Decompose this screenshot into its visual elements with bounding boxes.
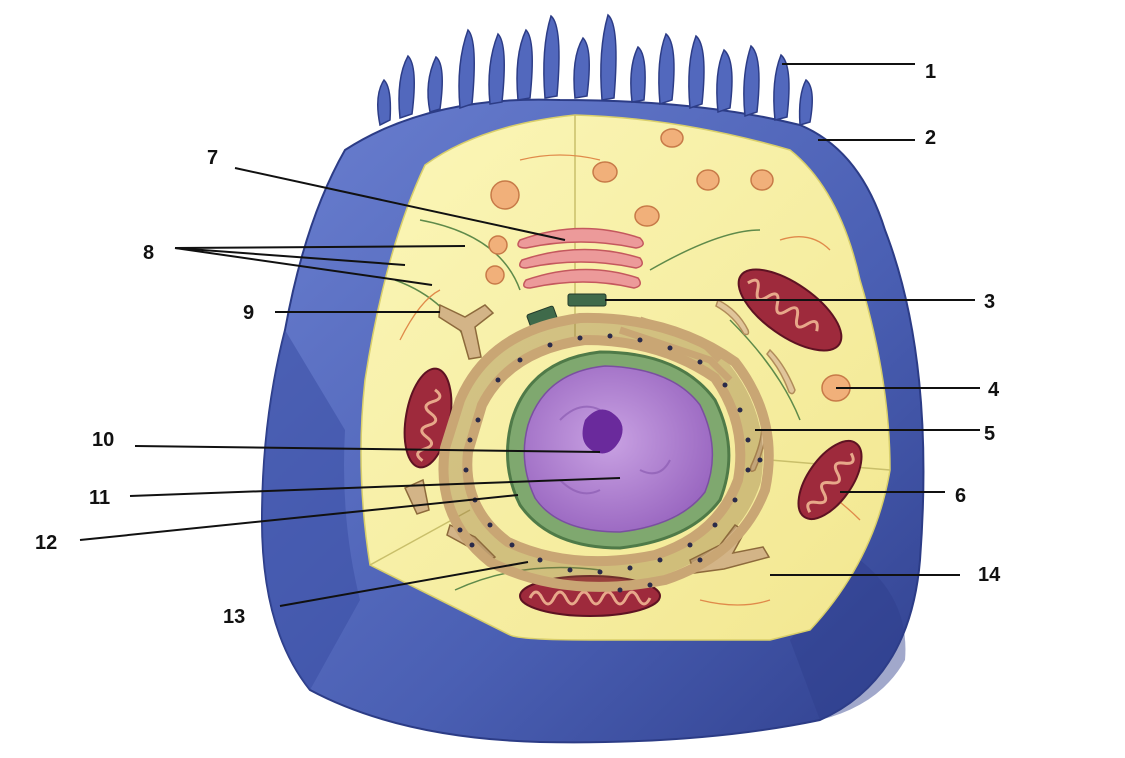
label-11: 11 [89, 487, 110, 509]
label-6: 6 [955, 485, 966, 507]
golgi-apparatus [517, 227, 644, 289]
label-5: 5 [984, 423, 995, 445]
label-7: 7 [207, 147, 218, 169]
nucleolus [582, 409, 623, 454]
label-4: 4 [988, 379, 1000, 401]
label-12: 12 [35, 532, 57, 554]
number-labels: 1 2 3 4 5 6 7 8 9 10 11 12 13 14 [35, 61, 1001, 628]
microvilli [377, 13, 813, 127]
label-2: 2 [925, 127, 936, 149]
rough-er [438, 312, 774, 592]
leader-lines [79, 63, 980, 607]
label-9: 9 [243, 302, 254, 324]
label-13: 13 [223, 606, 245, 628]
nucleus [523, 365, 714, 533]
label-3: 3 [984, 291, 995, 313]
label-8: 8 [143, 242, 154, 264]
label-10: 10 [92, 429, 114, 451]
label-14: 14 [978, 564, 1001, 586]
centrioles [526, 293, 607, 329]
ribosomes [457, 333, 763, 593]
label-1: 1 [925, 61, 936, 83]
